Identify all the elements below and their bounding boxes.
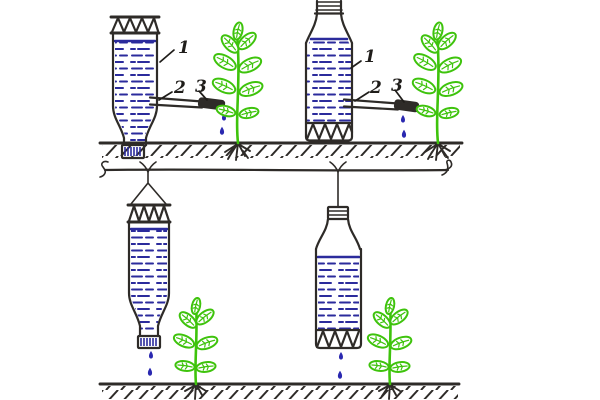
leader-line-2 xyxy=(158,91,173,101)
panel-top-left: 1 2 3 xyxy=(109,15,265,160)
water-fill xyxy=(115,40,155,142)
dripper-tip xyxy=(393,99,420,113)
bottle-cap-threads xyxy=(327,210,349,216)
bottle-cap xyxy=(136,334,162,350)
leader-line-1 xyxy=(350,60,362,69)
water-drop xyxy=(401,115,405,123)
cap-hatching xyxy=(140,338,157,346)
support-wire xyxy=(99,159,453,178)
drip-tube xyxy=(342,98,400,111)
upper-ground xyxy=(98,141,464,158)
panel-bottom-right xyxy=(314,170,413,399)
panel-top-right: 1 2 3 xyxy=(304,0,465,160)
bottle-body xyxy=(111,31,159,147)
label-dripper: 3 xyxy=(195,77,207,97)
leader-line-3 xyxy=(198,90,208,101)
ground-hatching xyxy=(102,145,460,158)
label-tube: 2 xyxy=(173,78,186,98)
bottle-cap-threads xyxy=(315,1,343,11)
leader-line-1 xyxy=(159,49,175,63)
water-drop xyxy=(149,351,153,359)
bottle-neck-top xyxy=(313,0,345,15)
water-drop xyxy=(219,126,225,135)
bottle-cut-edge xyxy=(109,15,161,35)
plant xyxy=(411,22,465,160)
bottle-bottom-zigzag xyxy=(305,122,354,141)
bottle-shoulders xyxy=(314,217,362,251)
drip-tube xyxy=(148,96,204,109)
water-drop xyxy=(339,352,343,360)
plant xyxy=(211,22,265,160)
hanging-strings xyxy=(130,170,167,205)
wire-line xyxy=(103,168,450,172)
wire-hook-left xyxy=(99,160,109,178)
water-drop xyxy=(401,129,407,138)
panel-bottom-left xyxy=(126,170,219,399)
label-tube: 2 xyxy=(369,78,382,98)
bottle-bottom-zigzag xyxy=(315,329,361,349)
water-fill xyxy=(318,257,359,330)
leader-line-3 xyxy=(394,89,405,103)
bottle-shoulders xyxy=(304,12,354,45)
bottle-cut-zigzag xyxy=(110,16,160,34)
leader-line-2 xyxy=(354,91,370,102)
label-bottle: 1 xyxy=(178,38,190,58)
bottle-body xyxy=(314,247,363,350)
bottle-body xyxy=(127,220,171,338)
label-bottle: 1 xyxy=(364,47,376,67)
water-fill xyxy=(131,228,167,330)
ground-hatching xyxy=(102,386,458,399)
lower-ground xyxy=(98,382,461,399)
water-fill xyxy=(307,39,351,122)
water-drop xyxy=(337,370,343,379)
bottle-cap-buried xyxy=(120,143,146,160)
bottle-cut-zigzag xyxy=(127,204,171,223)
cap-hatching xyxy=(124,147,141,156)
bottle-cap xyxy=(326,205,350,221)
water-drop xyxy=(147,367,153,376)
wire-hook-right xyxy=(441,159,453,176)
label-dripper: 3 xyxy=(391,76,403,96)
